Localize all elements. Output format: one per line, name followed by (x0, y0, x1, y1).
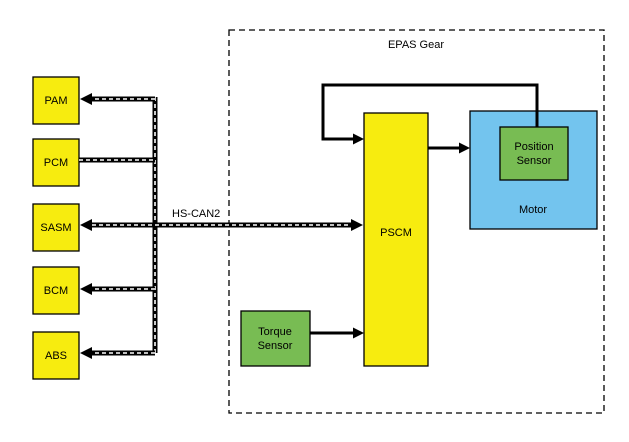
position-feedback-arrow (321, 83, 539, 145)
position-sensor-block: Position Sensor (499, 126, 569, 181)
pscm-block: PSCM (363, 112, 429, 367)
module-sasm: SASM (32, 203, 80, 252)
module-pam: PAM (32, 76, 80, 125)
module-bcm: BCM (32, 266, 80, 315)
bus-label: HS-CAN2 (172, 208, 220, 220)
motor-label: Motor (519, 204, 547, 216)
hs-can2-bus (79, 93, 363, 359)
module-bcm-label: BCM (44, 285, 68, 297)
module-abs: ABS (32, 331, 80, 380)
position-sensor-label-line1: Position (514, 141, 553, 153)
torque-sensor-block: Torque Sensor (240, 310, 311, 367)
torque-sensor-label-line2: Sensor (258, 340, 293, 352)
pscm-label: PSCM (380, 227, 412, 239)
torque-sensor-label-line1: Torque (258, 326, 292, 338)
position-sensor-label-line2: Sensor (517, 155, 552, 167)
module-abs-label: ABS (45, 350, 67, 362)
module-pcm: PCM (32, 138, 80, 187)
epas-gear-boundary (228, 29, 605, 414)
pscm-to-motor-arrow (428, 142, 470, 154)
torque-to-pscm-arrow (310, 327, 364, 339)
module-sasm-label: SASM (40, 222, 71, 234)
epas-gear-title: EPAS Gear (388, 39, 444, 51)
module-pam-label: PAM (44, 95, 67, 107)
module-pcm-label: PCM (44, 157, 68, 169)
